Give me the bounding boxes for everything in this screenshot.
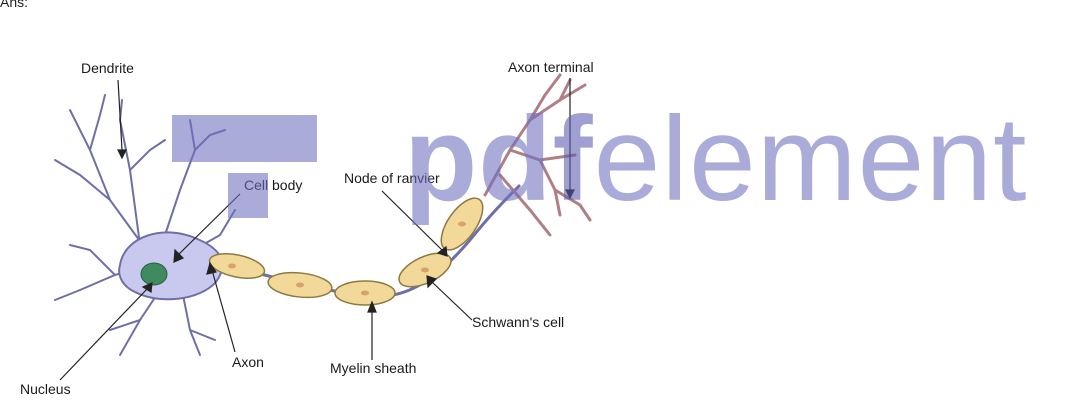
watermark-text: pdfelement bbox=[404, 92, 1028, 226]
label-axon: Axon bbox=[232, 354, 264, 370]
label-axon-terminal: Axon terminal bbox=[508, 59, 594, 75]
label-nucleus: Nucleus bbox=[20, 381, 71, 397]
label-myelin-sheath: Myelin sheath bbox=[330, 360, 416, 376]
watermark-logo-bar bbox=[172, 115, 317, 162]
watermark: pdfelement bbox=[172, 92, 1028, 226]
label-schwanns-cell: Schwann's cell bbox=[472, 314, 564, 330]
nucleus bbox=[141, 263, 167, 285]
watermark-logo-block bbox=[228, 173, 268, 218]
label-dendrite: Dendrite bbox=[81, 60, 134, 76]
